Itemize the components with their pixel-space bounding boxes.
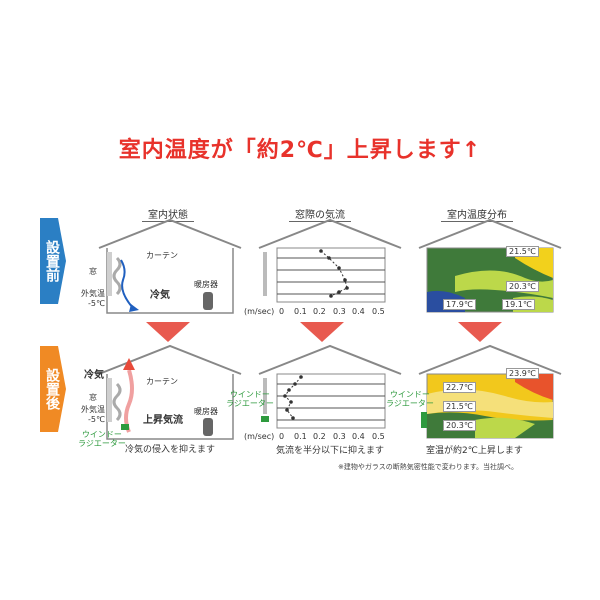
column-title-window-airflow: 窓際の気流 [265,206,375,222]
temp-label-before: 20.3℃ [506,281,539,292]
house-airflow-before [258,218,402,303]
radiator-label-temperature: ウインドー ラジエーター [386,390,434,408]
temp-label-before: 17.9℃ [443,299,476,310]
house-room-state-after [98,344,242,440]
radiator-label-house: ウインドー ラジエーター [78,430,126,448]
temp-label-after: 21.5℃ [443,401,476,412]
column-title-temperature-distribution: 室内温度分布 [422,206,532,222]
house-temperature-after [418,344,562,439]
house-airflow-after [258,344,402,429]
airflow-tick-after: 0.1 [294,432,307,441]
column-title-room-state: 室内状態 [113,206,223,222]
before-tag: 設置前 [44,240,60,282]
window-label-before: 窓 [89,267,97,276]
caption-airflow: 気流を半分以下に抑えます [276,446,385,456]
cold-air-label-before: 冷気 [150,290,170,301]
outside-temp-value-after: -5℃ [88,415,105,424]
airflow-tick-before: 0.1 [294,307,307,316]
rising-air-label: 上昇気流 [143,415,183,426]
footnote: ※建物やガラスの断熱気密性能で変わります。当社調べ。 [338,463,519,471]
outside-temp-label-before: 外気温 [81,289,105,298]
before-tag-shape [40,218,66,304]
airflow-tick-before: 0.2 [313,307,326,316]
curtain-label-before: カーテン [146,251,178,260]
house-temperature-before [418,218,562,313]
airflow-tick-after: 0.4 [352,432,365,441]
airflow-unit-after: (m/sec) [244,432,275,441]
down-arrow-3 [458,322,502,342]
house-room-state-before [98,218,242,314]
radiator-label-airflow: ウインドー ラジエーター [226,390,274,408]
window-label-after: 窓 [89,393,97,402]
caption-temperature: 室温が約2℃上昇します [426,446,523,456]
heater-label-after: 暖房器 [194,407,218,416]
temp-label-before: 19.1℃ [502,299,535,310]
down-arrow-2 [300,322,344,342]
after-tag: 設置後 [44,368,60,410]
airflow-tick-after: 0 [279,432,285,441]
caption-room-state: 冷気の侵入を抑えます [125,445,216,455]
curtain-label-after: カーテン [146,377,178,386]
outside-temp-label-after: 外気温 [81,405,105,414]
temp-label-after: 20.3℃ [443,420,476,431]
airflow-tick-after: 0.5 [372,432,385,441]
heater-label-before: 暖房器 [194,280,218,289]
headline: 室内温度が「約2℃」上昇します↑ [118,138,482,163]
temp-label-after: 23.9℃ [506,368,539,379]
airflow-tick-before: 0 [279,307,285,316]
airflow-unit-before: (m/sec) [244,307,275,316]
temp-label-before: 21.5℃ [506,246,539,257]
cold-air-label-after: 冷気 [84,370,104,381]
down-arrow-1 [146,322,190,342]
outside-temp-value-before: -5℃ [88,299,105,308]
airflow-tick-before: 0.4 [352,307,365,316]
airflow-tick-before: 0.3 [333,307,346,316]
after-tag-shape [40,346,66,432]
airflow-tick-before: 0.5 [372,307,385,316]
airflow-tick-after: 0.2 [313,432,326,441]
temp-label-after: 22.7℃ [443,382,476,393]
airflow-tick-after: 0.3 [333,432,346,441]
